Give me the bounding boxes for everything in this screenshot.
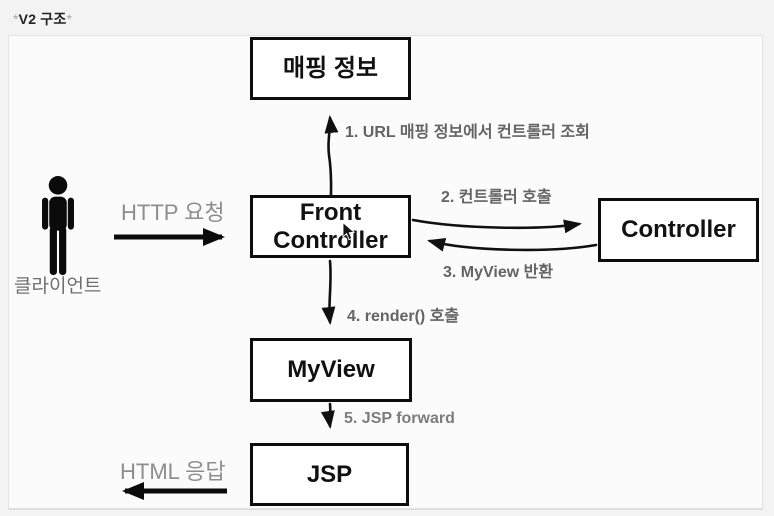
step1-label: 1. URL 매핑 정보에서 컨트롤러 조회: [345, 124, 590, 141]
title-asterisk-left: *: [13, 11, 19, 27]
step4-label: 4. render() 호출: [347, 308, 460, 325]
box-jsp: JSP: [250, 443, 409, 506]
html-response-label: HTML 응답: [120, 459, 226, 484]
box-myview-label: MyView: [287, 356, 375, 384]
step5-label: 5. JSP forward: [344, 410, 455, 427]
client-label: 클라이언트: [14, 276, 102, 297]
box-mapping-info-label: 매핑 정보: [283, 54, 378, 82]
title-asterisk-right: *: [66, 11, 73, 27]
title-text: V2 구조: [18, 11, 67, 27]
diagram-frame: [8, 35, 763, 509]
box-myview: MyView: [250, 338, 412, 402]
step2-label: 2. 컨트롤러 호출: [441, 189, 552, 206]
box-mapping-info: 매핑 정보: [250, 37, 411, 100]
mouse-cursor-icon: [342, 222, 356, 241]
box-jsp-label: JSP: [306, 460, 353, 488]
page-title: *V2 구조*: [13, 9, 72, 29]
step3-label: 3. MyView 반환: [443, 264, 554, 281]
http-request-label: HTTP 요청: [121, 200, 225, 225]
person-icon: [42, 176, 74, 275]
box-controller-label: Controller: [621, 216, 736, 244]
box-controller: Controller: [598, 198, 759, 262]
